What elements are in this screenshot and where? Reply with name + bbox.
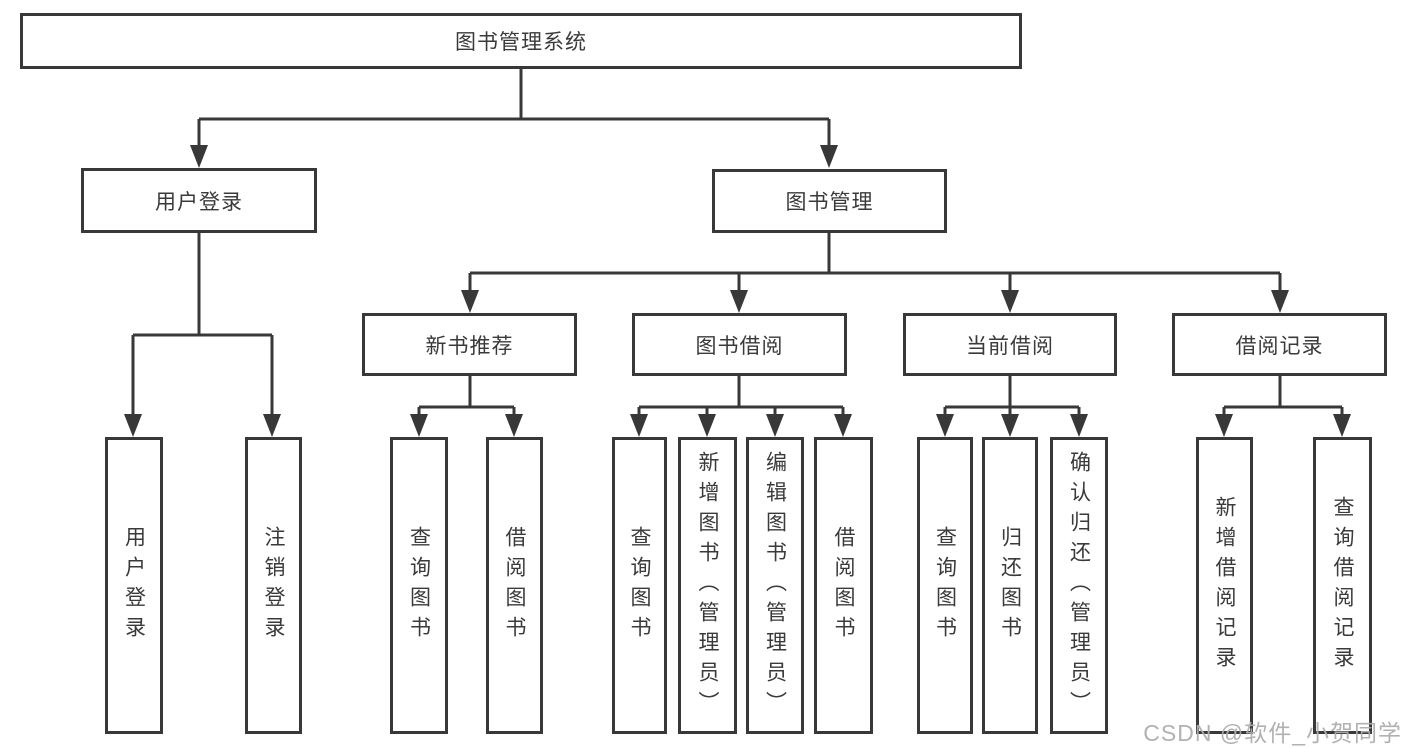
node-new-book-recommendation: 新书推荐 [362, 313, 577, 376]
leaf-query-borrow-record: 查询借阅记录 [1313, 437, 1372, 734]
leaf-label: 编辑图书（管理员） [763, 450, 787, 721]
arrowhead-icon [505, 414, 523, 437]
node-book-management: 图书管理 [712, 169, 947, 233]
leaf-add-books-admin: 新增图书（管理员） [678, 437, 737, 734]
leaf-query-books-2: 查询图书 [612, 437, 667, 734]
tree-connector-lines [131, 69, 1344, 416]
leaf-label: 用户登录 [122, 525, 146, 646]
node-root-system: 图书管理系统 [20, 13, 1022, 69]
arrowhead-icon [1001, 414, 1019, 437]
arrowhead-icon [190, 145, 208, 168]
leaf-label: 新增图书（管理员） [696, 450, 720, 721]
leaf-label: 查询图书 [933, 525, 957, 646]
node-user-login: 用户登录 [81, 168, 317, 233]
arrowhead-icon [1271, 290, 1289, 313]
arrowhead-icon [630, 414, 648, 437]
arrowhead-icon [698, 414, 716, 437]
arrowheads [124, 145, 1351, 437]
leaf-label: 确认归还（管理员） [1067, 450, 1091, 721]
leaf-logout: 注销登录 [245, 437, 302, 734]
leaf-label: 查询图书 [407, 525, 431, 646]
arrowhead-icon [1215, 414, 1233, 437]
leaf-label: 查询图书 [628, 525, 652, 646]
leaf-label: 归还图书 [998, 525, 1022, 646]
csdn-watermark: CSDN @软件_小贺同学 [1143, 720, 1402, 746]
node-borrowing-records: 借阅记录 [1172, 313, 1387, 376]
arrowhead-icon [730, 290, 748, 313]
arrowhead-icon [461, 290, 479, 313]
arrowhead-icon [766, 414, 784, 437]
arrowhead-icon [1070, 414, 1088, 437]
leaf-add-borrow-record: 新增借阅记录 [1196, 437, 1253, 734]
leaf-label: 借阅图书 [832, 525, 856, 646]
leaf-label: 借阅图书 [503, 525, 527, 646]
leaf-label: 查询借阅记录 [1331, 495, 1355, 676]
node-book-borrowing: 图书借阅 [632, 313, 847, 376]
arrowhead-icon [263, 414, 281, 437]
leaf-user-login: 用户登录 [105, 437, 163, 734]
leaf-confirm-return-admin: 确认归还（管理员） [1050, 437, 1108, 734]
node-current-borrowing: 当前借阅 [903, 313, 1117, 376]
arrowhead-icon [834, 414, 852, 437]
arrowhead-icon [820, 145, 838, 168]
arrowhead-icon [124, 414, 142, 437]
leaf-edit-books-admin: 编辑图书（管理员） [746, 437, 804, 734]
leaf-label: 新增借阅记录 [1213, 495, 1237, 676]
leaf-return-books: 归还图书 [982, 437, 1038, 734]
arrowhead-icon [936, 414, 954, 437]
arrowhead-icon [410, 414, 428, 437]
leaf-borrow-books-1: 借阅图书 [486, 437, 543, 734]
leaf-label: 注销登录 [262, 525, 286, 646]
leaf-query-books-1: 查询图书 [390, 437, 448, 734]
leaf-borrow-books-2: 借阅图书 [814, 437, 873, 734]
arrowhead-icon [1001, 290, 1019, 313]
leaf-query-books-3: 查询图书 [917, 437, 973, 734]
arrowhead-icon [1333, 414, 1351, 437]
